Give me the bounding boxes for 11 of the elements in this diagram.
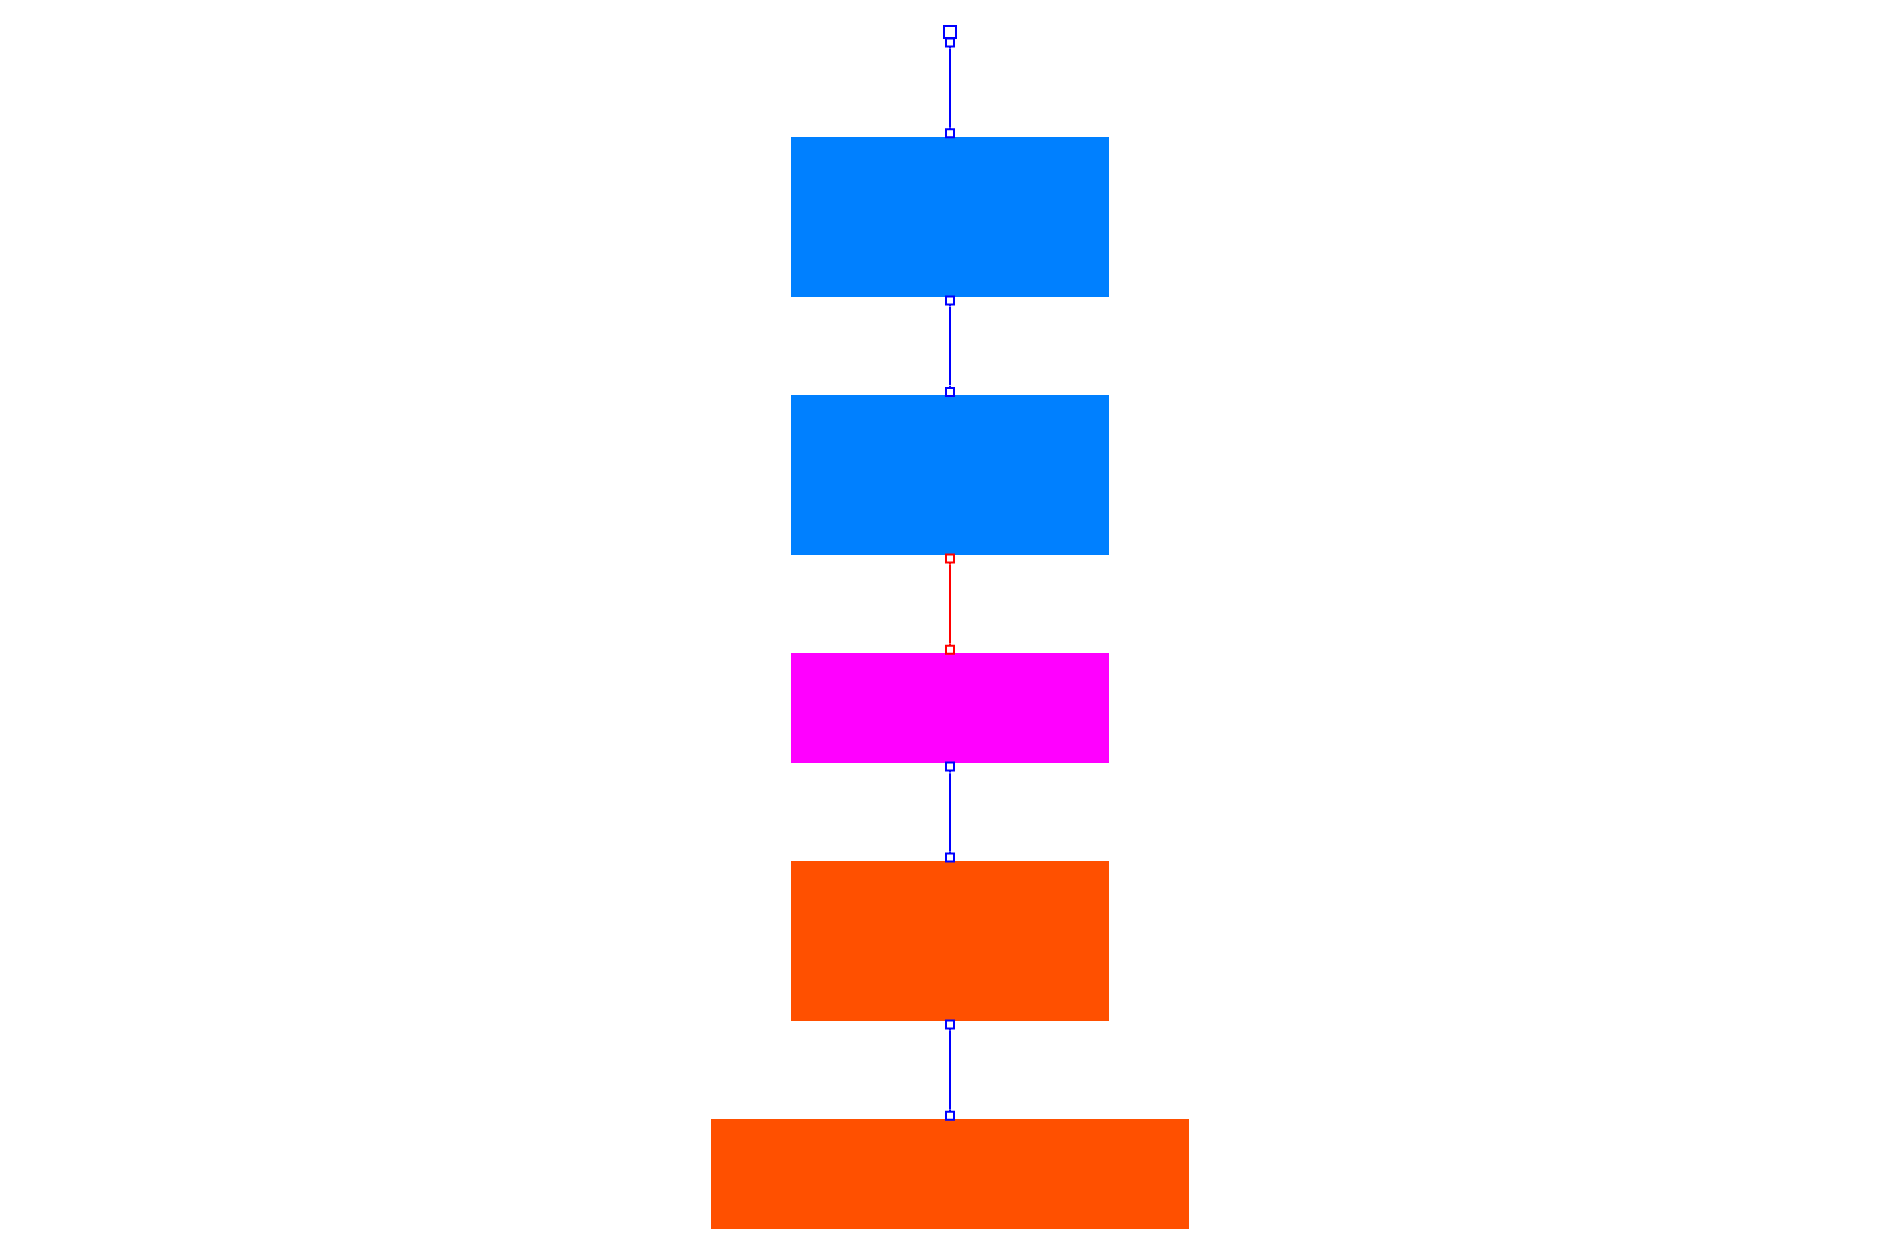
node-box [942,25,956,39]
connector [944,761,954,863]
connector [944,553,954,655]
node-box [790,137,1108,297]
node-box [790,395,1108,555]
node-box [790,861,1108,1021]
connector [944,37,954,139]
node-box [710,1119,1188,1229]
connector [944,295,954,397]
connector [944,1019,954,1121]
node-box [790,653,1108,763]
